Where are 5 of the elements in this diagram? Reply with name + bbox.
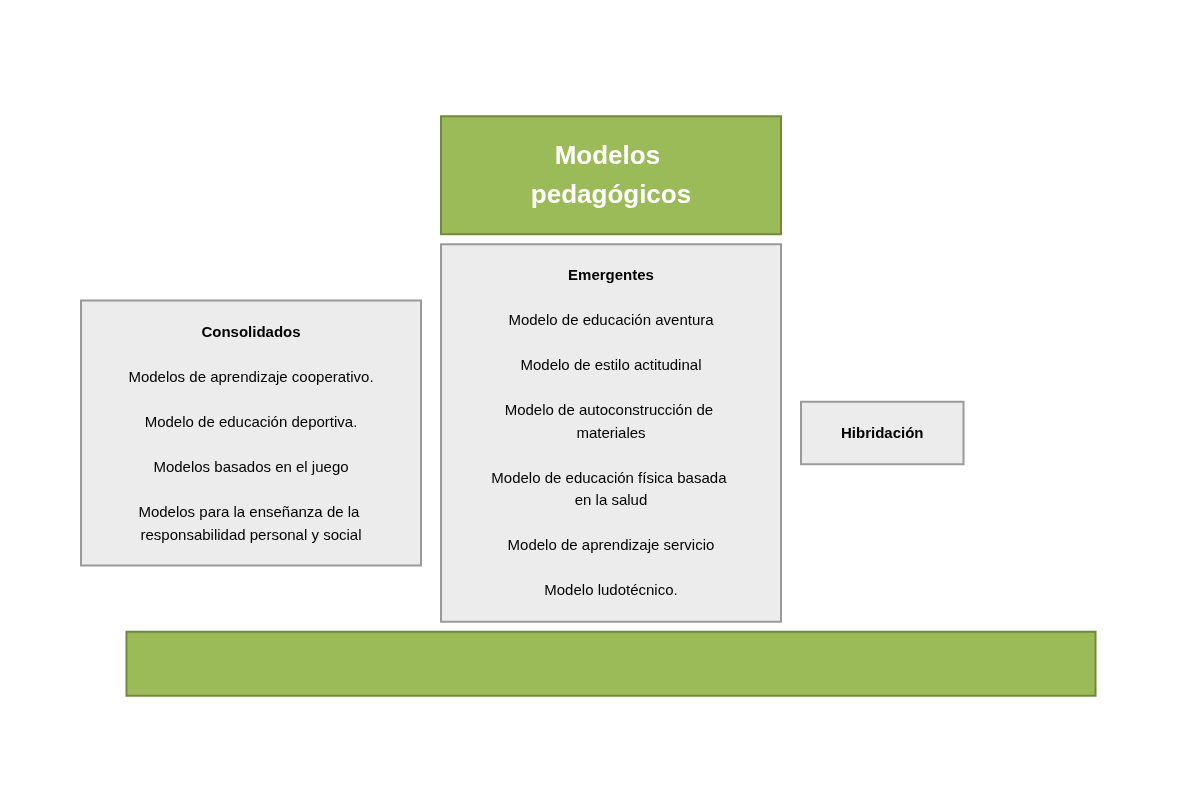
node-box: Consolidados Modelos de aprendizaje cooperativo. Modelo de educación deportiva. Modelos basados en el juego Modelos para la enseñanza de la responsabilidad personal y social	[80, 299, 423, 567]
node-box: Modelos pedagógicos	[440, 115, 783, 236]
node-bar	[125, 630, 1097, 697]
node-box: Hibridación	[800, 400, 965, 466]
node-box: Emergentes Modelo de educación aventura Modelo de estilo actitudinal Modelo de autoconstrucción de materiales Modelo de educación física basada en la salud Modelo de aprendizaje servicio Modelo ludotécnico.	[440, 243, 783, 623]
